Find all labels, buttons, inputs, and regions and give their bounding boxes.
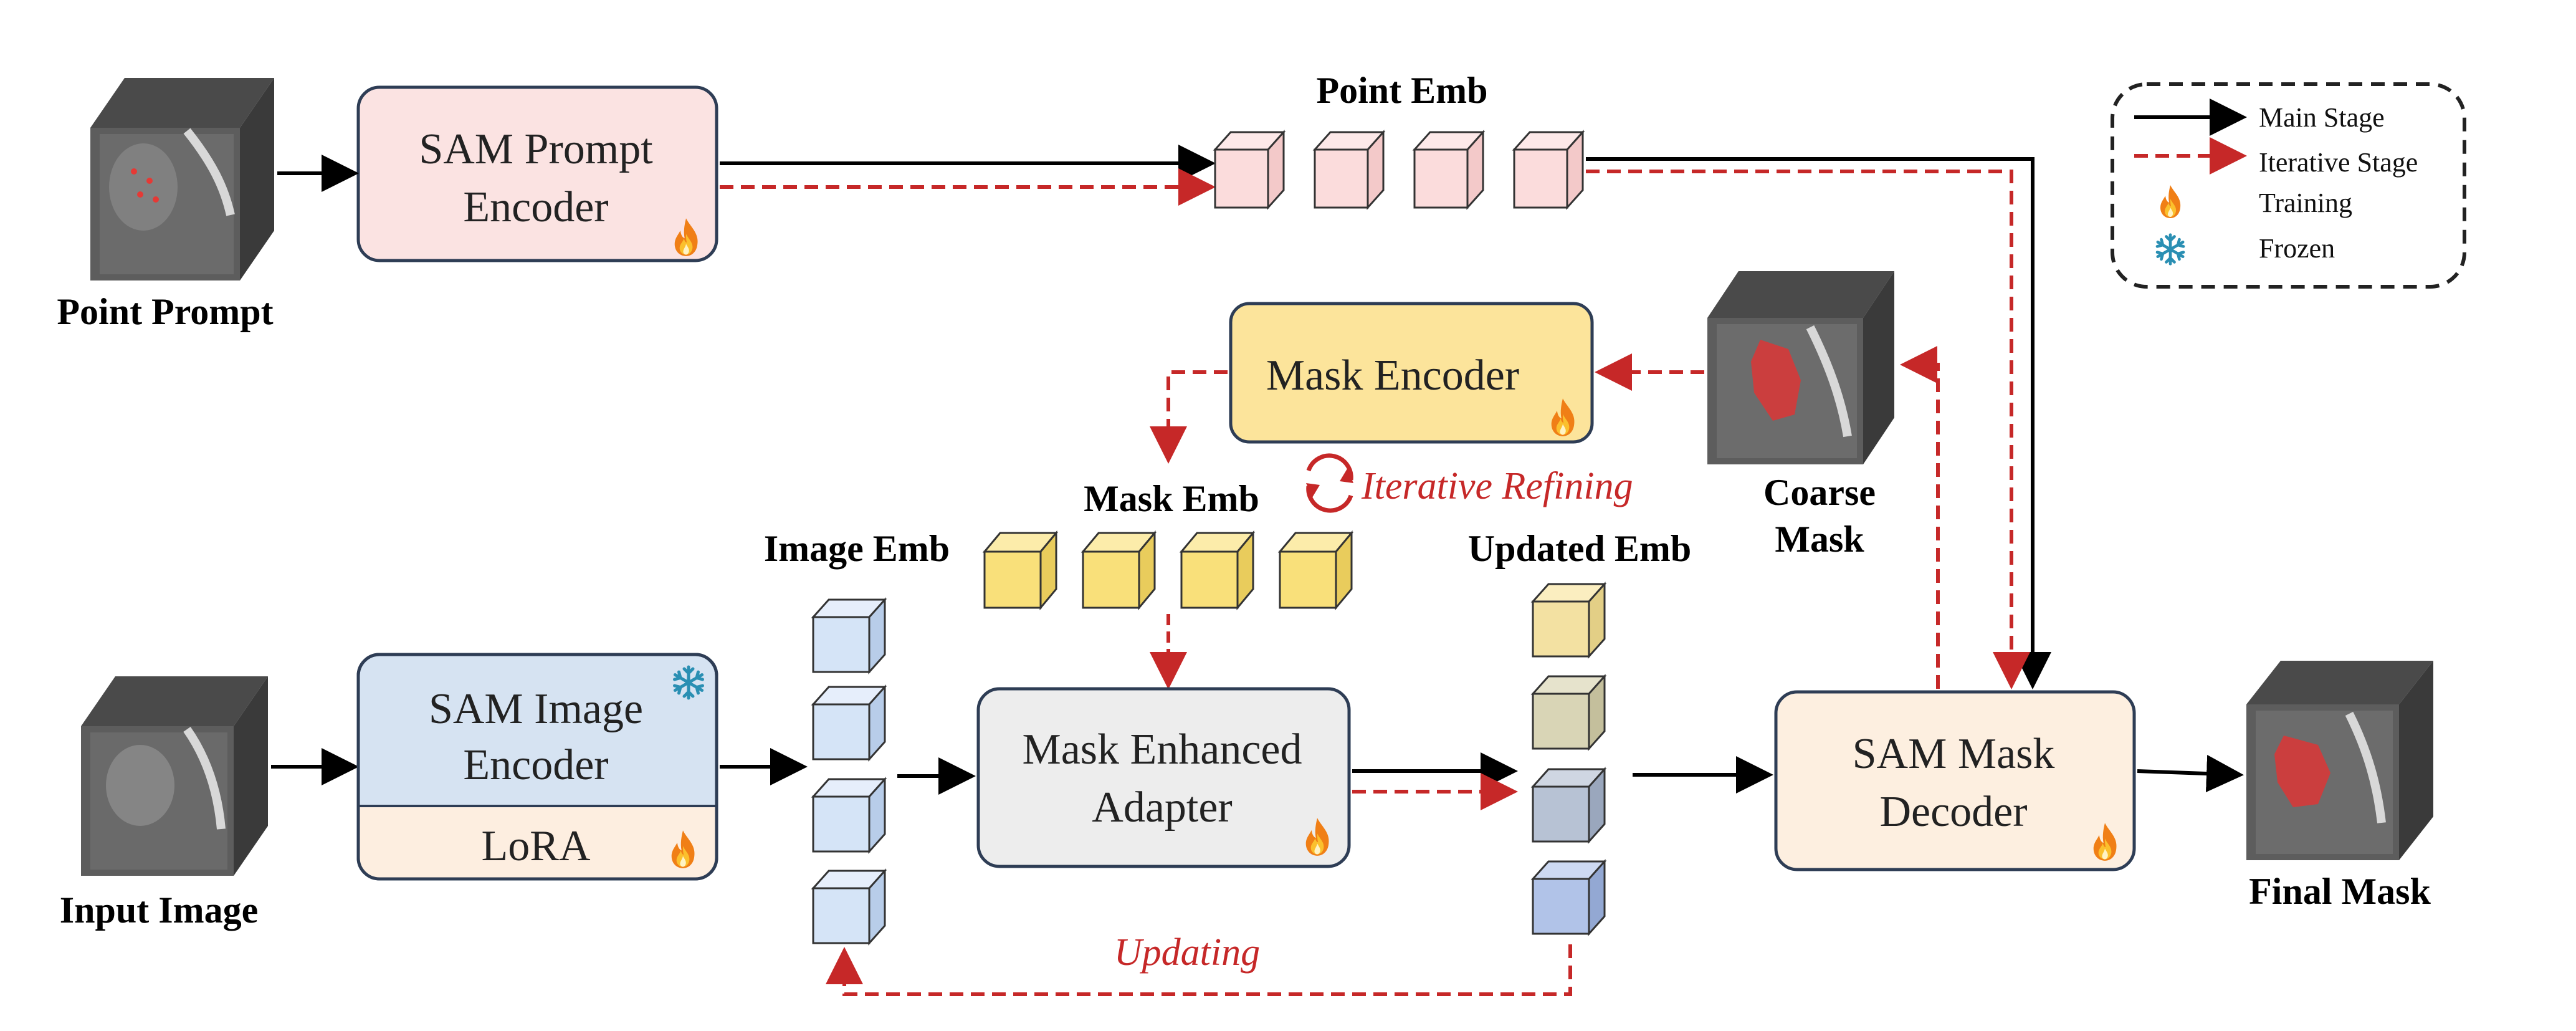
sam-mask-decoder-box: SAM Mask Decoder	[1774, 690, 2136, 871]
final-mask-label: Final Mask	[2249, 871, 2431, 912]
mask-enhanced-adapter-label-1: Mask Enhanced	[1022, 726, 1302, 774]
input-image-label: Input Image	[60, 890, 258, 931]
iterative-arrow-mask-encoder-to-mask-emb	[1150, 370, 1228, 464]
sam-prompt-encoder-label-1: SAM Prompt	[419, 125, 653, 173]
input-image	[81, 676, 268, 876]
mask-encoder-box: Mask Encoder	[1229, 302, 1594, 444]
legend-main-stage-label: Main Stage	[2259, 102, 2385, 133]
iterative-arrow-decoder-to-coarse-mask	[1900, 346, 1940, 689]
image-emb-cubes	[811, 597, 887, 946]
mask-emb-cubes	[982, 530, 1354, 611]
sam-mask-decoder-label-2: Decoder	[1879, 788, 2027, 836]
sam-mask-decoder-label-1: SAM Mask	[1853, 730, 2055, 778]
coarse-mask-label-2: Mask	[1775, 519, 1864, 560]
point-emb-cube	[1512, 130, 1585, 210]
image-emb-cube	[811, 777, 887, 854]
coarse-mask-label-1: Coarse	[1763, 472, 1876, 513]
iterative-arrow-updating-loop	[826, 944, 1572, 996]
image-emb-label: Image Emb	[764, 528, 950, 569]
mask-emb-cube	[1277, 530, 1354, 611]
arrow-decoder-to-final-mask	[2137, 755, 2244, 793]
sam-image-encoder-label-1: SAM Image	[429, 685, 643, 733]
updated-emb-cubes	[1530, 582, 1607, 936]
point-emb-label: Point Emb	[1316, 70, 1487, 111]
updated-emb-cube	[1530, 859, 1607, 936]
iterative-refining-label: Iterative Refining	[1361, 465, 1633, 507]
mask-emb-cube	[1179, 530, 1256, 611]
sam-image-encoder-label-2: Encoder	[463, 741, 608, 789]
updated-emb-cube	[1530, 674, 1607, 751]
image-emb-cube	[811, 597, 887, 674]
updating-label: Updating	[1114, 931, 1260, 974]
updated-emb-cube	[1530, 582, 1607, 659]
lora-label: LoRA	[482, 822, 591, 870]
point-emb-cube	[1412, 130, 1486, 210]
mask-emb-label: Mask Emb	[1084, 478, 1259, 519]
sam-image-encoder-box: SAM Image Encoder LoRA	[356, 653, 718, 881]
sam-prompt-encoder-label-2: Encoder	[463, 183, 608, 231]
final-mask-image	[2246, 661, 2433, 860]
image-emb-cube	[811, 868, 887, 946]
refresh-cycle-icon	[1306, 453, 1353, 513]
updated-emb-cube	[1530, 767, 1607, 844]
image-emb-cube	[811, 684, 887, 762]
sam-prompt-encoder-box: SAM Prompt Encoder	[356, 85, 718, 262]
point-prompt-label: Point Prompt	[57, 291, 273, 332]
legend: Main Stage Iterative Stage Training Froz…	[2111, 82, 2466, 289]
updated-emb-label: Updated Emb	[1468, 528, 1691, 569]
mask-enhanced-adapter-label-2: Adapter	[1092, 784, 1232, 832]
mask-emb-cube	[1080, 530, 1157, 611]
arrow-point-emb-to-decoder	[1586, 157, 2051, 689]
point-emb-cube	[1312, 130, 1386, 210]
coarse-mask-image	[1707, 271, 1894, 464]
iterative-arrow-point-emb-to-decoder	[1586, 170, 2030, 689]
point-prompt-image	[90, 78, 274, 281]
legend-training-label: Training	[2259, 188, 2352, 218]
mask-emb-cube	[982, 530, 1059, 611]
mask-encoder-label: Mask Encoder	[1266, 352, 1519, 400]
legend-frozen-label: Frozen	[2259, 233, 2335, 264]
legend-iterative-stage-label: Iterative Stage	[2259, 147, 2418, 178]
point-emb-cubes	[1213, 130, 1585, 210]
point-emb-cube	[1213, 130, 1286, 210]
mask-enhanced-adapter-box: Mask Enhanced Adapter	[976, 687, 1351, 868]
